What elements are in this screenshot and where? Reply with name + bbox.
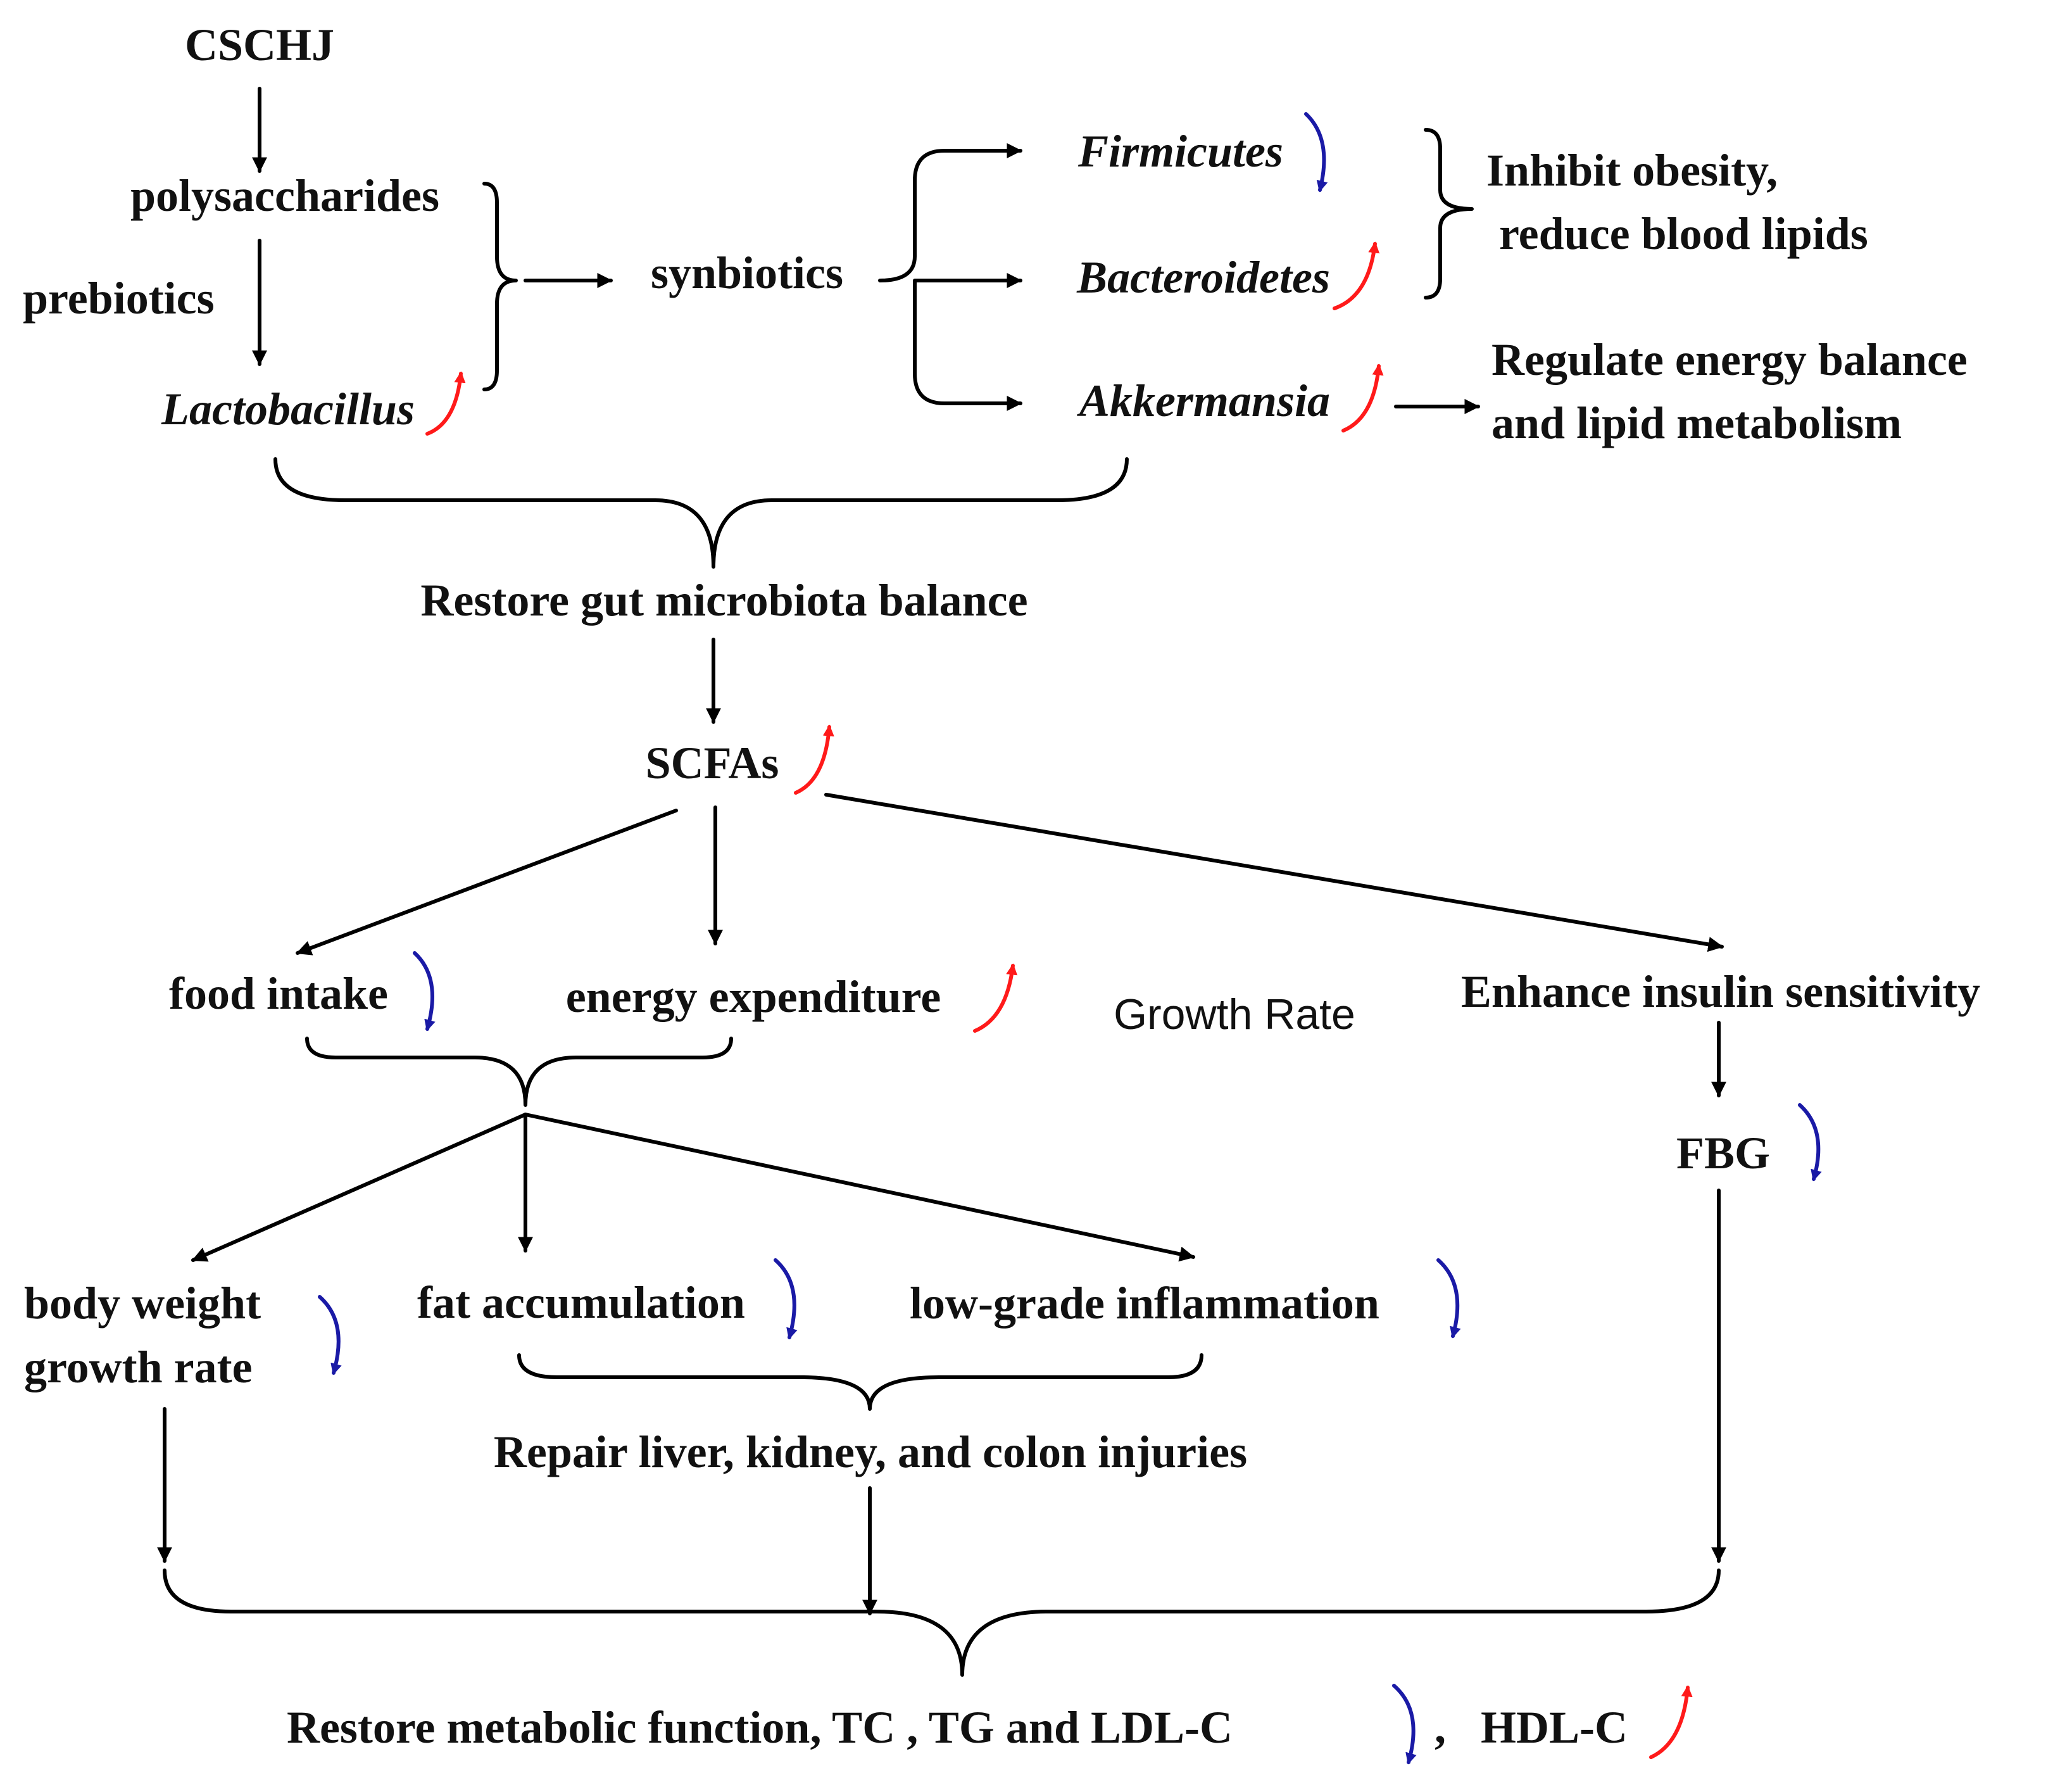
body-weight-decrease-icon — [318, 1295, 342, 1375]
polysaccharides-label: polysaccharides — [130, 170, 439, 221]
growth-rate-caption: Growth Rate — [1114, 990, 1355, 1038]
brace-food-energy — [305, 1037, 733, 1107]
brace-firmicutes-bacteroidetes — [1424, 128, 1474, 300]
brace-fat-inflammation — [517, 1353, 1203, 1411]
firmicutes-label: Firmicutes — [1077, 126, 1283, 177]
bacteroidetes-increase-icon — [1333, 241, 1380, 310]
brace-metabolic-outcome — [163, 1569, 1721, 1677]
fbg-decrease-icon — [1798, 1103, 1822, 1182]
arrow-to-inflammation — [524, 1113, 1195, 1262]
reduce-blood-lipids-label: reduce blood lipids — [1499, 208, 1868, 259]
prebiotics-label: prebiotics — [23, 273, 215, 324]
lactobacillus-label: Lactobacillus — [161, 384, 415, 434]
inflammation-decrease-icon — [1436, 1258, 1461, 1339]
restore-gut-microbiota-label: Restore gut microbiota balance — [420, 575, 1027, 626]
scfas-increase-icon — [794, 724, 834, 795]
arrow-scfas-to-insulin — [824, 793, 1724, 952]
branch-synbiotics — [878, 149, 1018, 405]
akkermansia-increase-icon — [1341, 363, 1384, 432]
regulate-energy-label: Regulate energy balance — [1491, 334, 1968, 385]
inhibit-obesity-label: Inhibit obesity, — [1486, 145, 1778, 196]
synbiotics-label: synbiotics — [651, 248, 843, 298]
arrow-to-body-weight — [191, 1113, 527, 1262]
brace-gut-microbiota — [273, 457, 1129, 569]
energy-expenditure-increase-icon — [973, 963, 1018, 1033]
fat-accumulation-decrease-icon — [774, 1258, 798, 1340]
food-intake-decrease-icon — [413, 951, 436, 1032]
fat-accumulation-label: fat accumulation — [417, 1277, 745, 1328]
firmicutes-decrease-icon — [1304, 112, 1328, 193]
bacteroidetes-label: Bacteroidetes — [1076, 252, 1330, 303]
hdl-c-label: HDL-C — [1481, 1702, 1628, 1753]
lipid-metabolism-label: and lipid metabolism — [1491, 398, 1902, 448]
fbg-label: FBG — [1676, 1128, 1770, 1178]
hdl-c-increase-icon — [1649, 1685, 1693, 1759]
low-grade-inflammation-label: low-grade inflammation — [910, 1278, 1379, 1329]
akkermansia-label: Akkermansia — [1077, 376, 1330, 426]
food-intake-label: food intake — [169, 968, 388, 1019]
ldl-c-decrease-icon — [1392, 1684, 1417, 1765]
comma-separator: , — [1435, 1702, 1446, 1753]
body-weight-label: body weight — [24, 1278, 261, 1329]
arrow-scfas-to-food-intake — [296, 809, 678, 956]
restore-metabolic-label: Restore metabolic function, TC , TG and … — [287, 1702, 1233, 1753]
energy-expenditure-label: energy expenditure — [566, 971, 941, 1022]
repair-injuries-label: Repair liver, kidney, and colon injuries — [494, 1427, 1247, 1477]
growth-rate-label: growth rate — [24, 1342, 253, 1392]
cschj-label: CSCHJ — [185, 20, 334, 70]
insulin-sensitivity-label: Enhance insulin sensitivity — [1461, 966, 1980, 1017]
lactobacillus-increase-icon — [425, 371, 466, 436]
brace-prebiotic-group — [482, 182, 518, 391]
scfas-label: SCFAs — [646, 738, 779, 788]
